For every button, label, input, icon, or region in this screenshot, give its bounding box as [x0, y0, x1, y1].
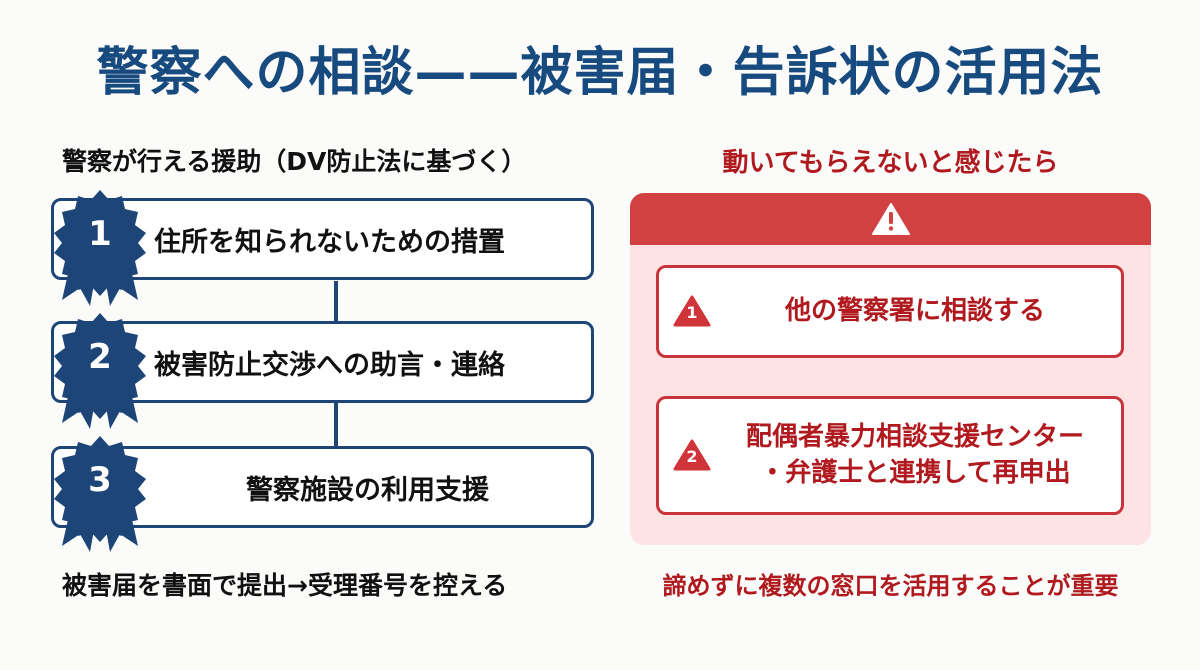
- alternative-item-1: 1 他の警察署に相談する: [656, 265, 1124, 358]
- alternative-item-2: 2 配偶者暴力相談支援センター ・弁護士と連携して再申出: [656, 396, 1124, 515]
- panel-header: [630, 193, 1151, 245]
- step-label: 住所を知られないための措置: [154, 226, 505, 258]
- alternative-label: 配偶者暴力相談支援センター ・弁護士と連携して再申出: [745, 422, 1084, 488]
- seal-badge-icon: 2: [50, 311, 150, 431]
- alternatives-panel: 1 他の警察署に相談する 2 配偶者暴力相談支援センター ・弁護士と連携して再申…: [630, 193, 1151, 545]
- connector-line: [334, 281, 338, 321]
- step-number: 2: [88, 337, 112, 377]
- numbered-warning-triangle-icon: [673, 439, 711, 471]
- step-number: 3: [88, 460, 112, 500]
- assistance-step-1: 住所を知られないための措置: [51, 198, 594, 280]
- step-label: 被害防止交渉への助言・連絡: [154, 349, 505, 381]
- seal-badge-icon: 3: [50, 434, 150, 554]
- left-footer-note: 被害届を書面で提出→受理番号を控える: [62, 571, 508, 600]
- connector-line: [334, 403, 338, 447]
- step-label: 警察施設の利用支援: [246, 474, 489, 506]
- seal-badge-icon: 1: [50, 188, 150, 308]
- alternative-label: 他の警察署に相談する: [784, 295, 1045, 326]
- step-number: 1: [88, 214, 112, 254]
- alternative-number: 2: [686, 447, 698, 466]
- police-assistance-heading: 警察が行える援助（DV防止法に基づく）: [62, 147, 527, 176]
- warning-triangle-icon: [872, 203, 910, 235]
- if-no-action-heading: 動いてもらえないと感じたら: [722, 148, 1059, 178]
- page-title: 警察への相談——被害届・告訴状の活用法: [96, 43, 1104, 103]
- alternative-number: 1: [686, 303, 698, 322]
- assistance-step-2: 被害防止交渉への助言・連絡: [51, 321, 594, 403]
- assistance-step-3: 警察施設の利用支援: [51, 446, 594, 528]
- numbered-warning-triangle-icon: [673, 295, 711, 327]
- right-footer-note: 諦めずに複数の窓口を活用することが重要: [662, 572, 1119, 600]
